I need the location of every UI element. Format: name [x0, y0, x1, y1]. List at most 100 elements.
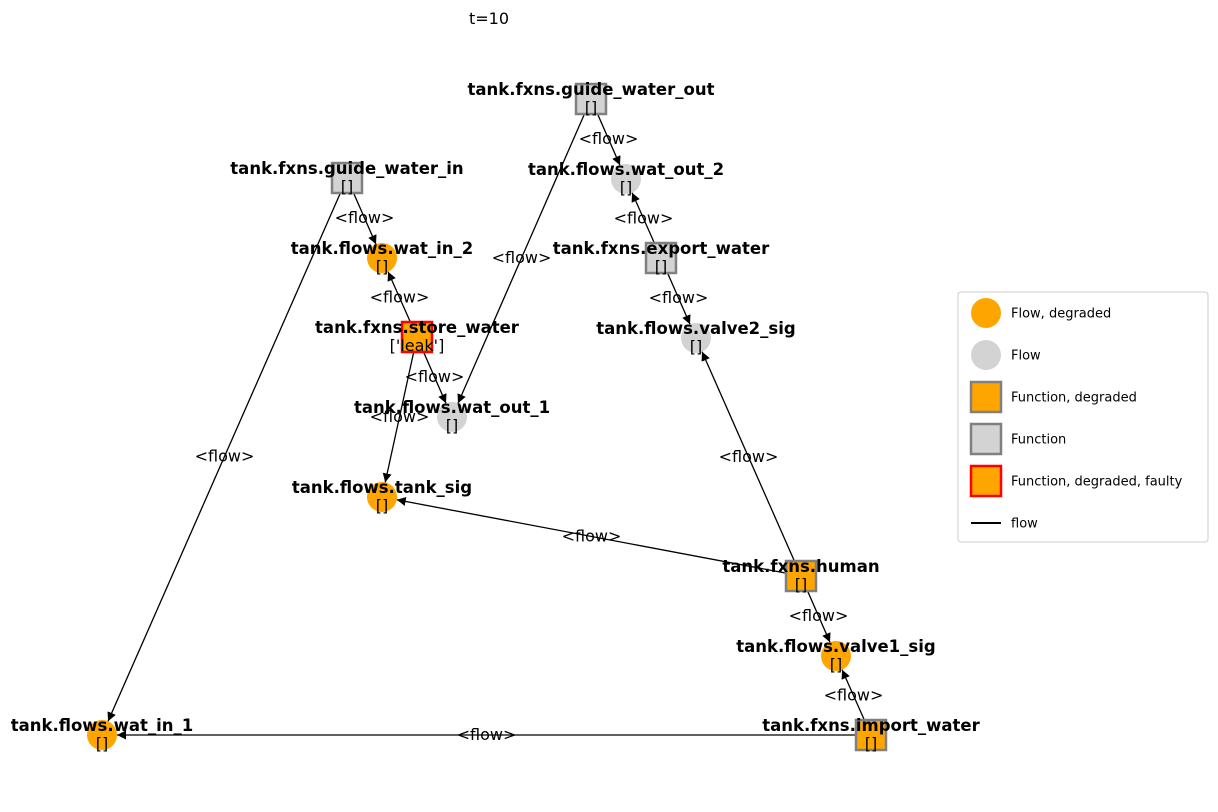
legend-label: Function, degraded, faulty — [1011, 475, 1183, 490]
edge-human-valve2_sig — [701, 351, 795, 562]
node-label: tank.flows.tank_sig — [292, 478, 472, 497]
node-state: [] — [446, 416, 458, 435]
edge-label-store_water-tank_sig: <flow> — [370, 407, 430, 426]
flow-node-marker — [437, 402, 467, 432]
node-state: [] — [620, 178, 632, 197]
edge-guide_water_in-wat_in_1 — [107, 192, 341, 722]
edge-label-human-tank_sig: <flow> — [562, 527, 622, 546]
legend-square-marker — [969, 380, 1003, 414]
function-node-marker — [854, 718, 888, 752]
node-export_water: tank.fxns.export_water[] — [553, 239, 770, 276]
legend-label: Flow — [1011, 349, 1041, 364]
function-node-marker — [330, 161, 364, 195]
node-label: tank.flows.wat_in_2 — [291, 239, 474, 258]
edges-layer — [107, 113, 865, 740]
edge-label-import_water-wat_in_1: <flow> — [457, 725, 517, 744]
edge-label-human-valve2_sig: <flow> — [719, 447, 779, 466]
edge-label-guide_water_out-wat_out_2: <flow> — [579, 129, 639, 148]
node-label: tank.fxns.guide_water_in — [230, 159, 463, 178]
node-label: tank.flows.wat_in_1 — [11, 716, 194, 735]
node-wat_in_2: tank.flows.wat_in_2[] — [291, 239, 474, 276]
edge-guide_water_in-wat_in_2 — [352, 192, 377, 245]
node-label: tank.fxns.guide_water_out — [468, 80, 715, 99]
node-state: [] — [795, 575, 807, 594]
flow-node-marker — [87, 720, 117, 750]
edge-label-human-valve1_sig: <flow> — [789, 606, 849, 625]
legend-label: Function — [1011, 433, 1066, 448]
flow-node-marker — [821, 641, 851, 671]
node-guide_water_out: tank.fxns.guide_water_out[] — [468, 80, 715, 117]
legend-item: Function, degraded, faulty — [969, 464, 1183, 498]
diagram-title: t=10 — [469, 9, 509, 28]
edge-label-store_water-wat_in_2: <flow> — [370, 288, 430, 307]
edge-label-import_water-valve1_sig: <flow> — [824, 686, 884, 705]
edge-store_water-wat_out_1 — [422, 351, 447, 404]
edge-labels-layer: <flow> <flow> <flow> <flow> <flow> <flow> <flo… — [195, 129, 884, 744]
edge-label-guide_water_in-wat_in_2: <flow> — [335, 208, 395, 227]
node-label: tank.fxns.import_water — [762, 716, 980, 735]
edge-export_water-wat_out_2 — [631, 192, 655, 244]
legend-item: Function, degraded — [969, 380, 1137, 414]
node-state: [] — [655, 257, 667, 276]
legend-square-marker — [969, 422, 1003, 456]
node-state: [] — [830, 655, 842, 674]
flow-node-marker — [681, 323, 711, 353]
edge-label-export_water-wat_out_2: <flow> — [614, 209, 674, 228]
nodes-layer: tank.fxns.guide_water_out[]tank.fxns.gui… — [11, 80, 981, 753]
node-valve2_sig: tank.flows.valve2_sig[] — [596, 319, 795, 356]
node-valve1_sig: tank.flows.valve1_sig[] — [736, 637, 935, 674]
node-label: tank.fxns.human — [722, 557, 879, 576]
node-wat_out_1: tank.flows.wat_out_1[] — [354, 398, 550, 435]
legend-circle-marker — [971, 340, 1001, 370]
function-node-marker — [574, 82, 608, 116]
legend-label: Function, degraded — [1011, 391, 1137, 406]
legend-frame — [957, 291, 1209, 543]
flow-node-marker — [367, 243, 397, 273]
edge-human-valve1_sig — [806, 590, 831, 643]
node-state: [] — [585, 98, 597, 117]
legend-square-marker — [969, 464, 1003, 498]
node-state: [] — [376, 257, 388, 276]
node-wat_out_2: tank.flows.wat_out_2[] — [528, 160, 724, 197]
edge-label-guide_water_out-wat_out_1: <flow> — [492, 248, 552, 267]
legend-circle-marker — [971, 298, 1001, 328]
edge-human-tank_sig — [396, 497, 787, 574]
legend-item: Flow — [971, 340, 1041, 370]
edge-store_water-wat_in_2 — [387, 271, 411, 323]
node-label: tank.fxns.export_water — [553, 239, 770, 258]
edge-label-export_water-valve2_sig: <flow> — [649, 288, 709, 307]
function-node-marker — [644, 241, 678, 275]
edge-label-guide_water_in-wat_in_1: <flow> — [195, 447, 255, 466]
node-state: [] — [341, 177, 353, 196]
node-state: [] — [690, 337, 702, 356]
node-tank_sig: tank.flows.tank_sig[] — [292, 478, 472, 515]
edge-guide_water_out-wat_out_2 — [596, 113, 621, 166]
legend-item: Flow, degraded — [971, 298, 1111, 328]
node-label: tank.flows.wat_out_2 — [528, 160, 724, 179]
function-node-marker — [400, 320, 434, 354]
edge-import_water-valve1_sig — [841, 669, 865, 721]
node-state: ['leak'] — [390, 336, 445, 355]
legend-label: flow — [1011, 517, 1038, 532]
flow-node-marker — [367, 482, 397, 512]
node-import_water: tank.fxns.import_water[] — [762, 716, 980, 753]
edge-guide_water_out-wat_out_1 — [457, 113, 586, 404]
node-wat_in_1: tank.flows.wat_in_1[] — [11, 716, 194, 753]
node-state: [] — [865, 734, 877, 753]
function-node-marker — [784, 559, 818, 593]
edge-export_water-valve2_sig — [666, 272, 691, 325]
node-label: tank.flows.valve1_sig — [736, 637, 935, 656]
legend-item: Function — [969, 422, 1066, 456]
flow-node-marker — [611, 164, 641, 194]
node-label: tank.fxns.store_water — [315, 318, 520, 337]
node-human: tank.fxns.human[] — [722, 557, 879, 594]
edge-label-store_water-wat_out_1: <flow> — [405, 367, 465, 386]
legend-item: flow — [971, 517, 1038, 532]
node-label: tank.flows.wat_out_1 — [354, 398, 550, 417]
node-label: tank.flows.valve2_sig — [596, 319, 795, 338]
edge-store_water-tank_sig — [382, 351, 415, 483]
legend-label: Flow, degraded — [1011, 307, 1111, 322]
